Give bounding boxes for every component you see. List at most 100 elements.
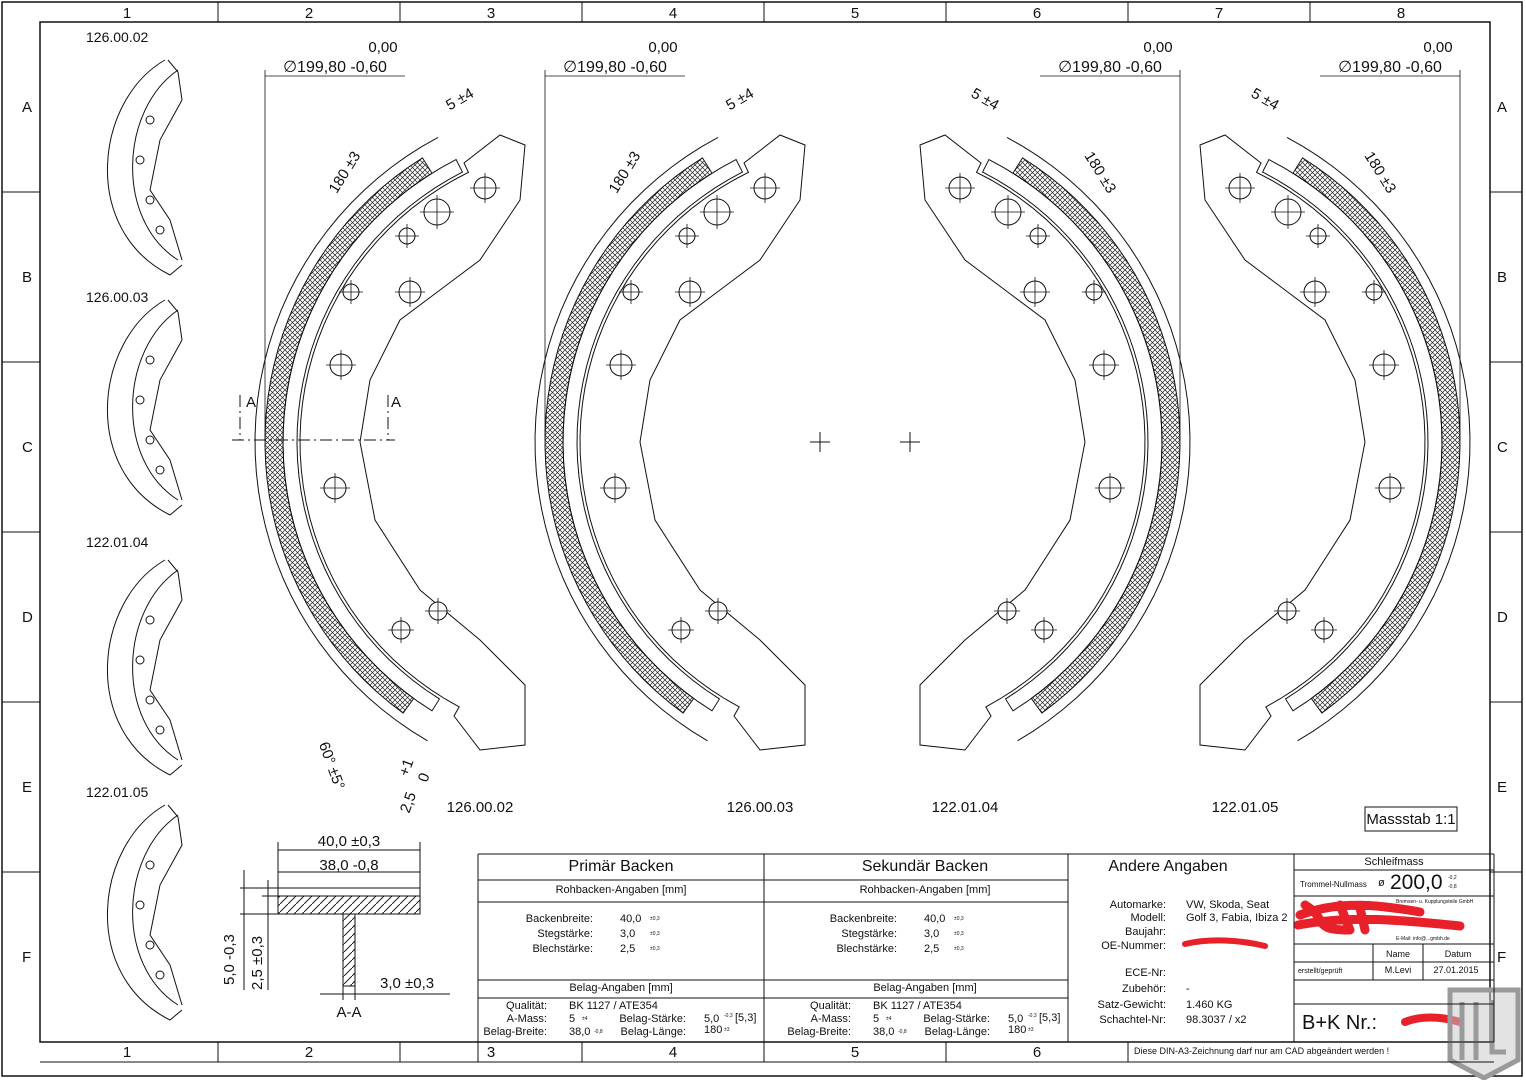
hole-centerline [1031,617,1057,643]
row-label: C [1497,439,1508,456]
role-label: erstellt/geprüft [1298,968,1343,975]
lining-thickness-alt: [5,3] [1039,1012,1061,1024]
info-label: Automarke: [1109,899,1166,911]
info-label: OE-Nummer: [1101,940,1166,952]
section-a-a-drawing [240,842,450,1000]
diameter-dimension: ∅199,80 -0,60 [283,59,387,76]
lining-width-label: Belag-Breite: [787,1026,851,1038]
bk-number-label: B+K Nr.: [1302,1012,1378,1034]
raw-value: 3,0 [924,928,940,940]
hole-centerline [619,280,643,304]
quality-label: Qualität: [810,1000,851,1012]
column-label: 5 [850,5,860,22]
brake-lining [1292,157,1461,714]
lining-width-tolerance: -0,8 [594,1029,603,1035]
diameter-dimension: ∅199,80 -0,60 [563,59,667,76]
drum-center-mark [810,432,830,452]
row-label: E [1497,779,1508,796]
part-number-label: 122.01.04 [931,799,999,816]
lining-length-label: Belag-Länge: [924,1026,990,1038]
row-label: D [1497,609,1508,626]
raw-tolerance: ±0,3 [650,931,660,937]
column-label: 5 [850,1044,860,1061]
drawing-date: 27.01.2015 [1433,965,1479,975]
hole-centerline [1300,277,1330,307]
brake-lining [264,157,433,714]
hole-centerline [945,173,975,203]
lining-length-tolerance: ±3 [724,1027,730,1033]
thumbnail-label: 122.01.04 [86,534,149,550]
hole-centerline [991,195,1025,229]
shoe-thumbnail [107,299,183,516]
hole-centerline [1306,224,1330,248]
row-label: F [22,949,32,966]
hole-centerline [1225,173,1255,203]
hole-centerline [320,473,350,503]
watermark-logo [1447,987,1521,1080]
section-dimension: 2,5 ±0,3 [249,935,266,990]
lining-thickness-value: 5,0 [704,1013,720,1025]
hole-centerline [388,617,414,643]
info-value: VW, Skoda, Seat [1186,899,1270,911]
part-number-label: 126.00.02 [446,799,514,816]
hole-centerline [1274,598,1300,624]
shoe-web [299,134,526,751]
raw-label: Stegstärke: [537,928,593,940]
hole-centerline [750,173,780,203]
section-cut-line [232,395,395,441]
hole-centerline [420,195,454,229]
company-email: E-Mail: info@...gmbh.de [1396,936,1450,942]
raw-label: Backenbreite: [829,913,897,925]
lining-thickness-tolerance: -0,3 [1028,1013,1037,1019]
lining-length-value: 180 [1008,1024,1027,1036]
lining-width-value: 38,0 [569,1026,591,1038]
section-mark: A [391,394,402,411]
amass-label: A-Mass: [810,1013,851,1025]
info-value: Golf 3, Fabia, Ibiza 2 [1186,912,1288,924]
lining-length-value: 180 [704,1024,723,1036]
hole-centerline [1082,280,1106,304]
raw-value: 40,0 [620,913,642,925]
hole-centerline [326,350,356,380]
hole-centerline [668,617,694,643]
hole-centerline [395,224,419,248]
section-header: Belag-Angaben [mm] [569,982,673,994]
thumbnail-label: 126.00.03 [86,289,149,305]
hole-centerline [1026,224,1050,248]
drum-arc [534,136,719,742]
raw-value: 40,0 [924,913,946,925]
section-mark: A [246,394,257,411]
hole-centerline [425,598,451,624]
row-label: D [22,609,33,626]
company-name: Bremsen- u. Kupplungsteile GmbH [1396,899,1474,905]
grind-title: Schleifmass [1364,856,1424,868]
amass-value: 5 [569,1013,576,1025]
column-label: 8 [1396,5,1406,22]
lining-length-label: Belag-Länge: [620,1026,686,1038]
brake-shoe-122.01.04 [919,70,1191,751]
brake-shoe-126.00.03 [534,70,806,751]
drum-arc [254,136,439,742]
row-label: C [22,439,33,456]
raw-label: Blechstärke: [836,943,897,955]
dimension-tolerance: 0,00 [1143,39,1173,56]
quality-label: Qualität: [506,1000,547,1012]
column-label: 2 [304,5,314,22]
dimension-tolerance: 0,00 [1423,39,1453,56]
shoe-thumbnail [107,559,183,776]
author-name: M.Levi [1384,965,1412,975]
drum-tolerance-lower: -0,8 [1448,884,1457,890]
column-label: 6 [1032,5,1042,22]
drum-label: Trommel-Nullmass [1300,880,1367,889]
diameter-symbol: ø [1378,877,1385,889]
hole-centerline [1271,195,1305,229]
lining-width-label: Belag-Breite: [483,1026,547,1038]
part-number-label: 122.01.05 [1211,799,1279,816]
drum-center-mark [900,432,920,452]
lining-length-tolerance: ±3 [1028,1027,1034,1033]
column-label: 1 [122,1044,132,1061]
amass-tolerance: ±4 [582,1016,588,1022]
thumbnail-label: 122.01.05 [86,784,149,800]
raw-value: 3,0 [620,928,636,940]
drum-value: 200,0 [1390,871,1443,894]
